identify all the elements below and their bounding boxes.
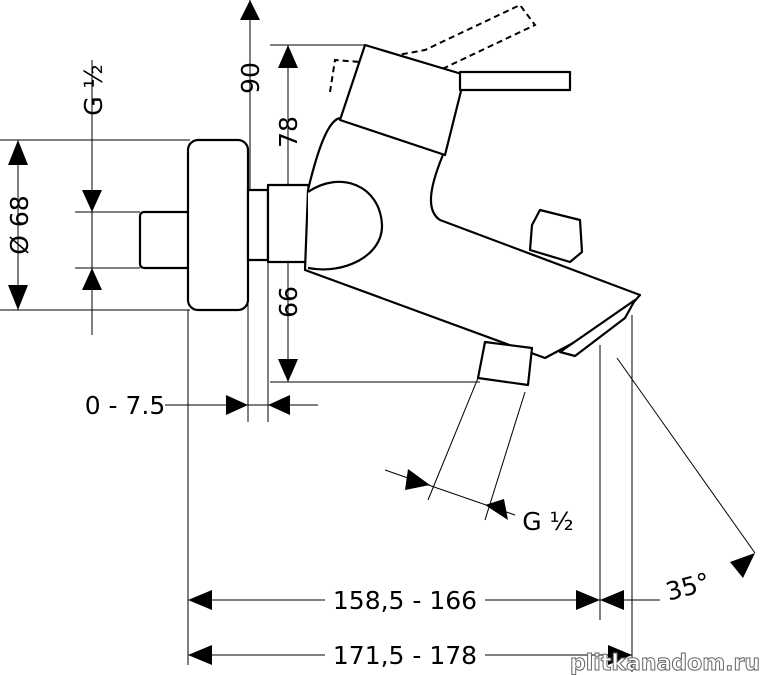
outlet-connector (476, 340, 534, 387)
wall-flange (186, 138, 250, 312)
body-dome (307, 180, 384, 271)
label-width-171: 171,5 - 178 (333, 641, 477, 670)
label-angle: 35° (663, 567, 713, 606)
lever-base (338, 43, 467, 157)
spacer (246, 188, 270, 262)
diverter-knob (528, 208, 584, 264)
label-thread-left: G ½ (79, 64, 108, 116)
faucet-outline (138, 3, 642, 387)
label-height-90: 90 (236, 62, 265, 94)
watermark: plitkanadom.ru (570, 651, 760, 675)
pipe-stub (138, 210, 192, 270)
label-height-66: 66 (274, 286, 303, 318)
label-width-158: 158,5 - 166 (333, 586, 477, 615)
extension-lines (0, 44, 756, 672)
label-height-78: 78 (274, 116, 303, 148)
label-thread-outlet: G ½ (522, 507, 574, 536)
lever-handle (458, 70, 572, 92)
mixer-body (303, 116, 642, 360)
spout-aerator (558, 298, 637, 358)
label-offset: 0 - 7.5 (85, 391, 166, 420)
label-diameter: Ø 68 (5, 195, 34, 254)
